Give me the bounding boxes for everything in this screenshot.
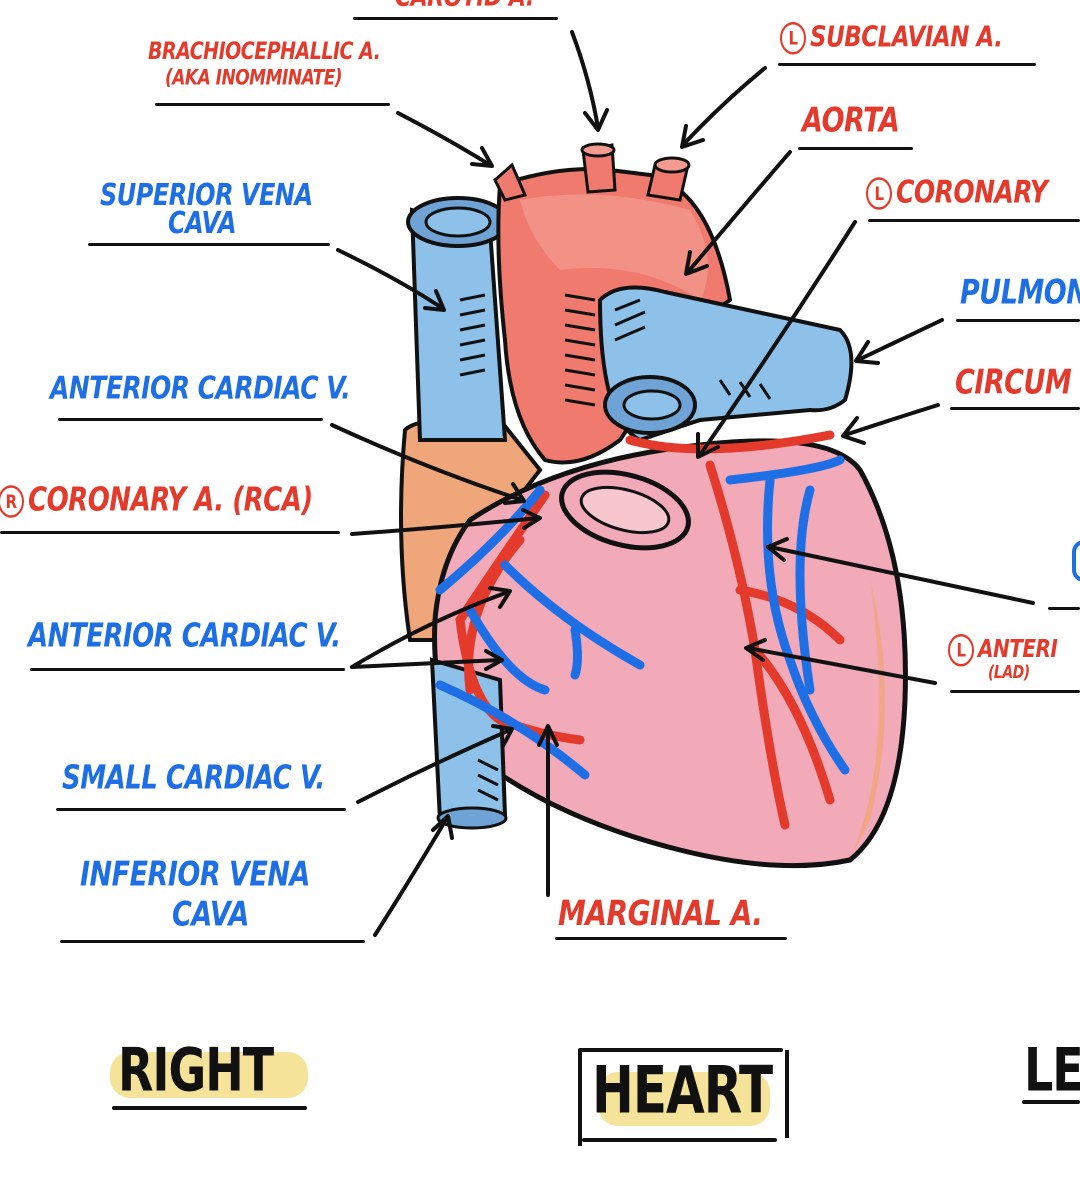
label-svc-line2: CAVA	[168, 205, 237, 241]
underline-brachio	[155, 103, 390, 106]
right-circle-icon: R	[0, 484, 24, 518]
underline-l-coronary	[868, 219, 1080, 222]
label-circum: CIRCUM	[955, 363, 1072, 403]
label-brachiocephalic-aka: (AKA INOMMINATE)	[165, 65, 343, 91]
left-circle-icon: L	[948, 634, 974, 667]
label-lad: (LAD)	[988, 662, 1030, 683]
underline-marginal	[555, 937, 787, 940]
left-circle-icon: L	[866, 177, 892, 210]
label-ivc-line2: CAVA	[172, 895, 249, 935]
highlight-heart	[598, 1072, 770, 1126]
label-svc-line1: SUPERIOR VENA	[100, 177, 313, 213]
underline-small-cardiac	[56, 808, 346, 811]
heart-frame-left	[578, 1050, 582, 1146]
label-lateral-blue-fragment	[1072, 540, 1080, 582]
brachiocephalic-stub	[493, 162, 528, 202]
underline-pulmon	[956, 319, 1080, 322]
heart-frame-bottom	[582, 1138, 777, 1142]
pointer-arrows	[330, 30, 1035, 937]
underline-subclavian	[778, 63, 1036, 66]
label-anterior-cardiac-1: ANTERIOR CARDIAC V.	[50, 369, 351, 406]
label-marginal: MARGINAL A.	[558, 892, 763, 934]
coronary-arteries	[455, 430, 845, 830]
underline-anterior-cardiac-2	[30, 668, 345, 671]
title-left: LE	[1024, 1034, 1080, 1105]
underline-left	[1022, 1100, 1080, 1104]
label-anterior-cardiac-2: ANTERIOR CARDIAC V.	[28, 617, 341, 655]
label-small-cardiac: SMALL CARDIAC V.	[62, 759, 325, 797]
underline-ivc	[60, 940, 365, 943]
underline-right	[112, 1106, 307, 1110]
underline-carotid	[353, 17, 558, 20]
title-right: RIGHT	[118, 1034, 274, 1105]
title-heart: HEART	[592, 1052, 773, 1129]
heart-frame-right	[785, 1050, 789, 1138]
label-brachiocephalic: BRACHIOCEPHALLIC A.	[148, 37, 381, 65]
label-ivc-line1: INFERIOR VENA	[80, 855, 310, 895]
highlight-right	[110, 1052, 308, 1098]
underline-svc	[88, 243, 330, 246]
underline-aorta	[798, 147, 913, 150]
underline-rca	[0, 531, 340, 534]
left-circle-icon: L	[780, 22, 806, 55]
label-pulmon: PULMON	[960, 273, 1080, 313]
underline-circum	[950, 407, 1080, 410]
underline-anterior-cardiac-1	[58, 418, 323, 421]
label-aorta: AORTA	[802, 101, 900, 141]
label-carotid: CAROTID A.	[395, 0, 534, 12]
underline-lad	[950, 690, 1080, 693]
heart-frame-top	[578, 1048, 783, 1052]
underline-lateral-blue	[1048, 607, 1080, 610]
